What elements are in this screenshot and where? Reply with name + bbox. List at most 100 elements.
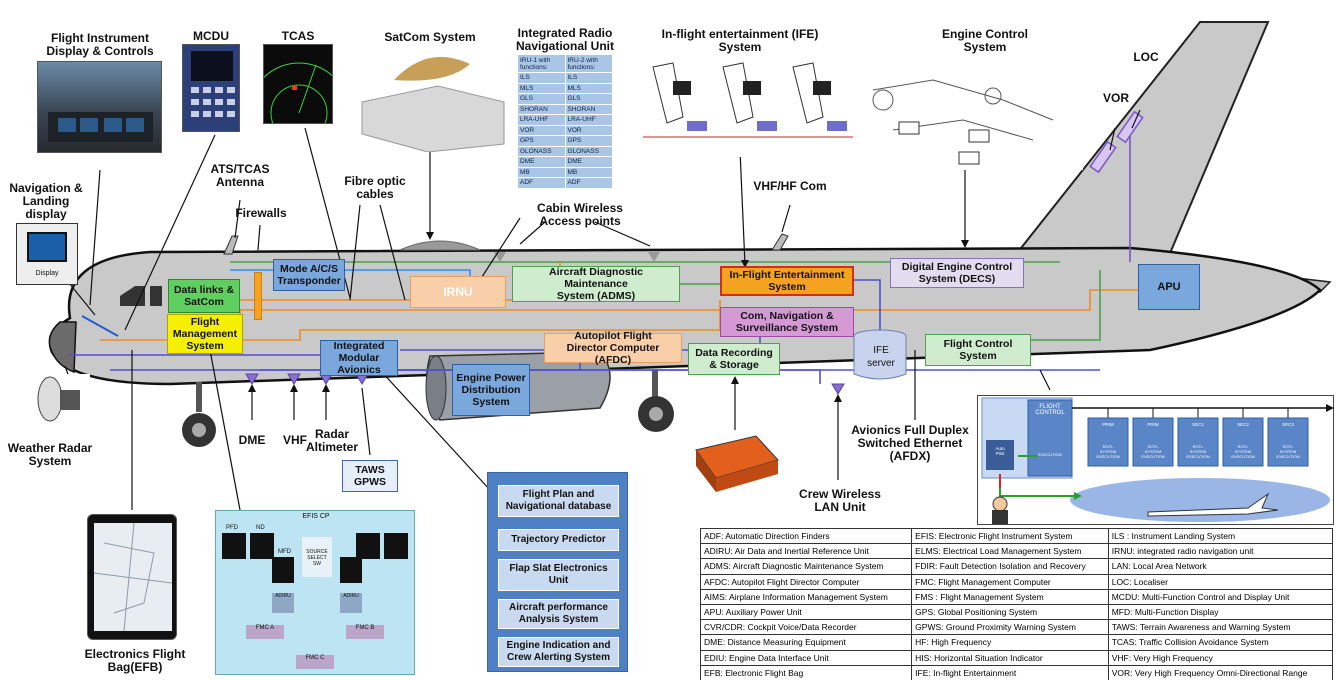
leader-line xyxy=(519,221,546,245)
irnu-cell: DME xyxy=(517,156,566,168)
arrowhead xyxy=(834,394,842,402)
fmc-c: FMC C xyxy=(296,655,334,669)
leader-line xyxy=(479,217,521,281)
radar-dish xyxy=(37,376,63,422)
mcdu-key xyxy=(227,111,235,117)
mcdu-key xyxy=(215,111,223,117)
flight-control-inset-svg xyxy=(981,397,1334,524)
ife-screens xyxy=(673,81,831,95)
abbreviation-cell: FMS : Flight Management System xyxy=(911,588,1109,605)
abbreviation-cell: ADF: Automatic Direction Finders xyxy=(699,527,913,545)
main-gear-strut xyxy=(652,370,658,410)
belly-antenna xyxy=(287,373,301,385)
efb-map-road xyxy=(93,572,173,584)
irnu-cell: MB xyxy=(564,166,613,178)
irnu-cell: GLONASS xyxy=(564,145,613,157)
mcdu-key xyxy=(203,87,211,93)
fc-unit-desc: ROTL SYSTEM EXECUTION xyxy=(1231,444,1255,459)
mcdu-key xyxy=(203,99,211,105)
window-line xyxy=(81,315,119,337)
leader-line xyxy=(781,204,791,233)
cabin-wireless-label: Cabin Wireless Access points xyxy=(537,201,623,228)
tcas-sweep xyxy=(298,64,317,114)
ife-box xyxy=(757,121,777,131)
vhf-label: VHF xyxy=(283,433,307,447)
satcom-image-svg xyxy=(361,56,505,152)
mcdu-key xyxy=(227,87,235,93)
abbreviation-cell: HF: High Frequency xyxy=(911,634,1109,651)
irnu-cell: DME xyxy=(564,156,613,168)
leader-line xyxy=(1131,109,1141,129)
abbreviation-cell: EFB: Electronic Flight Bag xyxy=(699,664,913,680)
fc-unit xyxy=(1177,417,1219,467)
efis-panel: EFIS CP PFD ND MFD SOURCE SELECT SW ADIR… xyxy=(215,510,415,675)
irnu-function-table: IRU-1 with functions: IRU-2 with functio… xyxy=(517,54,613,189)
abbreviation-cell: AFDC: Autopilot Flight Director Computer xyxy=(699,573,913,590)
nav-landing-label: Navigation & Landing display xyxy=(9,181,83,221)
mcdu-key xyxy=(215,87,223,93)
abbreviation-cell: ILS : Instrument Landing System xyxy=(1107,527,1334,545)
ecs-link xyxy=(872,79,1054,121)
mcdu-image xyxy=(182,44,240,132)
adiru-right: ADIRU xyxy=(340,593,362,613)
leader-line xyxy=(379,369,491,491)
leader-line xyxy=(209,349,241,511)
cvr-recorder-image xyxy=(686,430,782,496)
irnu-cell: ILS xyxy=(517,72,566,84)
weather-radar-label: Weather Radar System xyxy=(7,441,93,468)
satcom-dome xyxy=(399,240,481,251)
fc-unit-desc: ROTL SYSTEM EXECUTION xyxy=(1096,444,1120,459)
datalinks-satcom-box: Data links & SatCom xyxy=(168,279,240,313)
source-select: SOURCE SELECT SW xyxy=(302,537,332,577)
nav-display-image: Display xyxy=(16,223,78,285)
fc-unit xyxy=(1222,417,1264,467)
belly-antenna xyxy=(831,383,845,395)
fc-unit-name: SEC1 xyxy=(1192,422,1204,427)
abbreviation-cell: ADMS: Aircraft Diagnostic Maintenance Sy… xyxy=(699,558,913,575)
fmc-b: FMC B xyxy=(346,625,384,639)
mcdu-keys xyxy=(191,87,235,117)
tcas-ring xyxy=(264,62,332,79)
irnu-cell: GPS xyxy=(517,135,566,147)
fc-green-arrow xyxy=(1074,492,1082,500)
irnu-cell: GLS xyxy=(564,93,613,105)
nd-label: ND xyxy=(256,525,265,531)
leader-line xyxy=(739,149,746,266)
abbreviation-cell: LAN: Local Area Network xyxy=(1107,558,1334,575)
leader-line xyxy=(594,221,651,247)
irnu-cell: MLS xyxy=(517,82,566,94)
satcom-radome xyxy=(394,56,470,81)
ife-title: In-flight entertainment (IFE) System xyxy=(661,27,819,54)
fc-unit xyxy=(1267,417,1309,467)
fc-autopilot xyxy=(986,440,1014,470)
mcdu-label: MCDU xyxy=(193,29,229,43)
mfd-screen-right xyxy=(340,557,362,583)
irnu-cell: ADF xyxy=(564,177,613,189)
mcdu-screen xyxy=(191,51,233,81)
mcdu-image-svg xyxy=(191,51,235,117)
cns-box: Com, Navigation & Surveillance System xyxy=(720,307,854,337)
tcas-ring xyxy=(270,84,328,123)
fibre-optic-label: Fibre optic cables xyxy=(344,174,406,201)
fc-unit-name: SEC2 xyxy=(1237,422,1249,427)
arrowhead xyxy=(961,240,969,248)
data-recording-box: Data Recording & Storage xyxy=(688,343,780,375)
leader-line xyxy=(124,134,216,331)
efb-label: Electronics Flight Bag(EFB) xyxy=(84,647,186,674)
leader-line xyxy=(349,204,361,301)
decs-box: Digital Engine Control System (DECS) xyxy=(890,258,1024,288)
fc-bus-arrowhead xyxy=(1326,404,1334,412)
leader-line xyxy=(1109,127,1116,151)
ecs-gear xyxy=(984,87,1002,105)
irnu-cell: SHORAN xyxy=(517,103,566,115)
fc-unit-desc: ROTL SYSTEM EXECUTION xyxy=(1186,444,1210,459)
leader-line xyxy=(234,199,241,239)
irnu-cell: LRA-UHF xyxy=(517,114,566,126)
abbreviation-cell: LOC: Localiser xyxy=(1107,573,1334,590)
